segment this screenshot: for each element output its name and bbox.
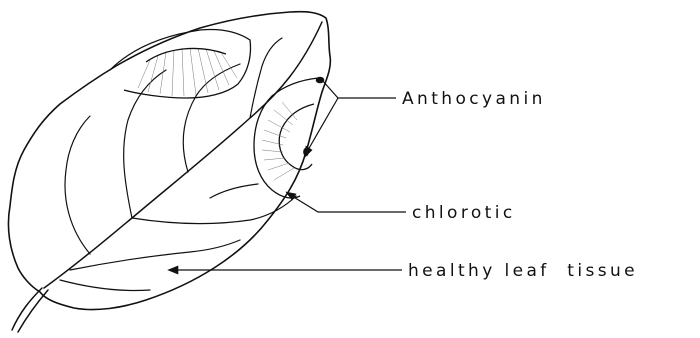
petiole: [12, 288, 42, 330]
upper-lesion-outline: [110, 29, 251, 98]
vein: [65, 116, 90, 254]
anthocyanin-leader-branch: [308, 98, 338, 150]
chlorotic-arrowhead: [286, 192, 296, 200]
label-anthocyanin: Anthocyanin: [402, 89, 546, 109]
leaf-outline: [8, 12, 330, 310]
vein: [70, 240, 240, 270]
vein: [183, 64, 240, 172]
vein: [60, 280, 150, 291]
label-healthy-leaf-tissue: healthy leaf tissue: [408, 261, 638, 281]
anthocyanin-leader: [322, 80, 396, 98]
right-lesion-inner-ring: [279, 104, 314, 170]
label-chlorotic: chlorotic: [412, 203, 516, 223]
healthy-arrowhead: [168, 266, 178, 274]
vein: [210, 184, 258, 198]
vein: [132, 196, 296, 224]
anthocyanin-arrowhead: [304, 146, 312, 158]
upper-lesion-inner-ring: [146, 48, 226, 62]
vein: [250, 38, 282, 118]
chlorotic-leader: [292, 196, 406, 212]
